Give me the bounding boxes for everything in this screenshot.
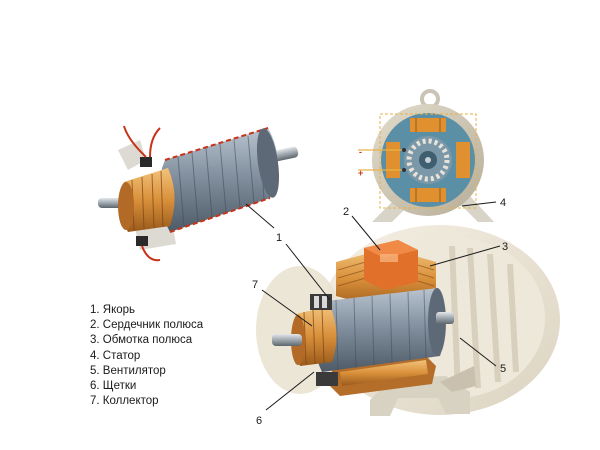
callout-7: 7 [252,279,258,291]
callout-1: 1 [276,232,282,244]
callout-5: 5 [500,363,506,375]
legend-item-pole-winding: 3. Обмотка полюса [90,334,193,347]
end-view-drawing: - + [358,89,494,222]
callout-6: 6 [256,415,262,427]
terminal-minus-label: - [359,147,362,157]
legend-item-brushes: 6. Щетки [90,380,137,393]
legend-item-pole-core: 2. Сердечник полюса [90,319,204,332]
callout-2: 2 [343,206,349,218]
legend-item-fan: 5. Вентилятор [90,364,166,377]
parts-legend: 1. Якорь 2. Сердечник полюса 3. Обмотка … [90,303,203,409]
legend-item-commutator: 7. Коллектор [90,395,159,408]
armature-drawing [98,125,299,262]
terminal-plus-label: + [358,168,363,178]
legend-item-armature: 1. Якорь [90,304,136,316]
callout-3: 3 [502,241,508,253]
callout-4: 4 [500,197,506,209]
assembled-motor-drawing [256,225,560,416]
legend-item-stator: 4. Статор [90,349,141,362]
callout-leaders [245,201,501,411]
